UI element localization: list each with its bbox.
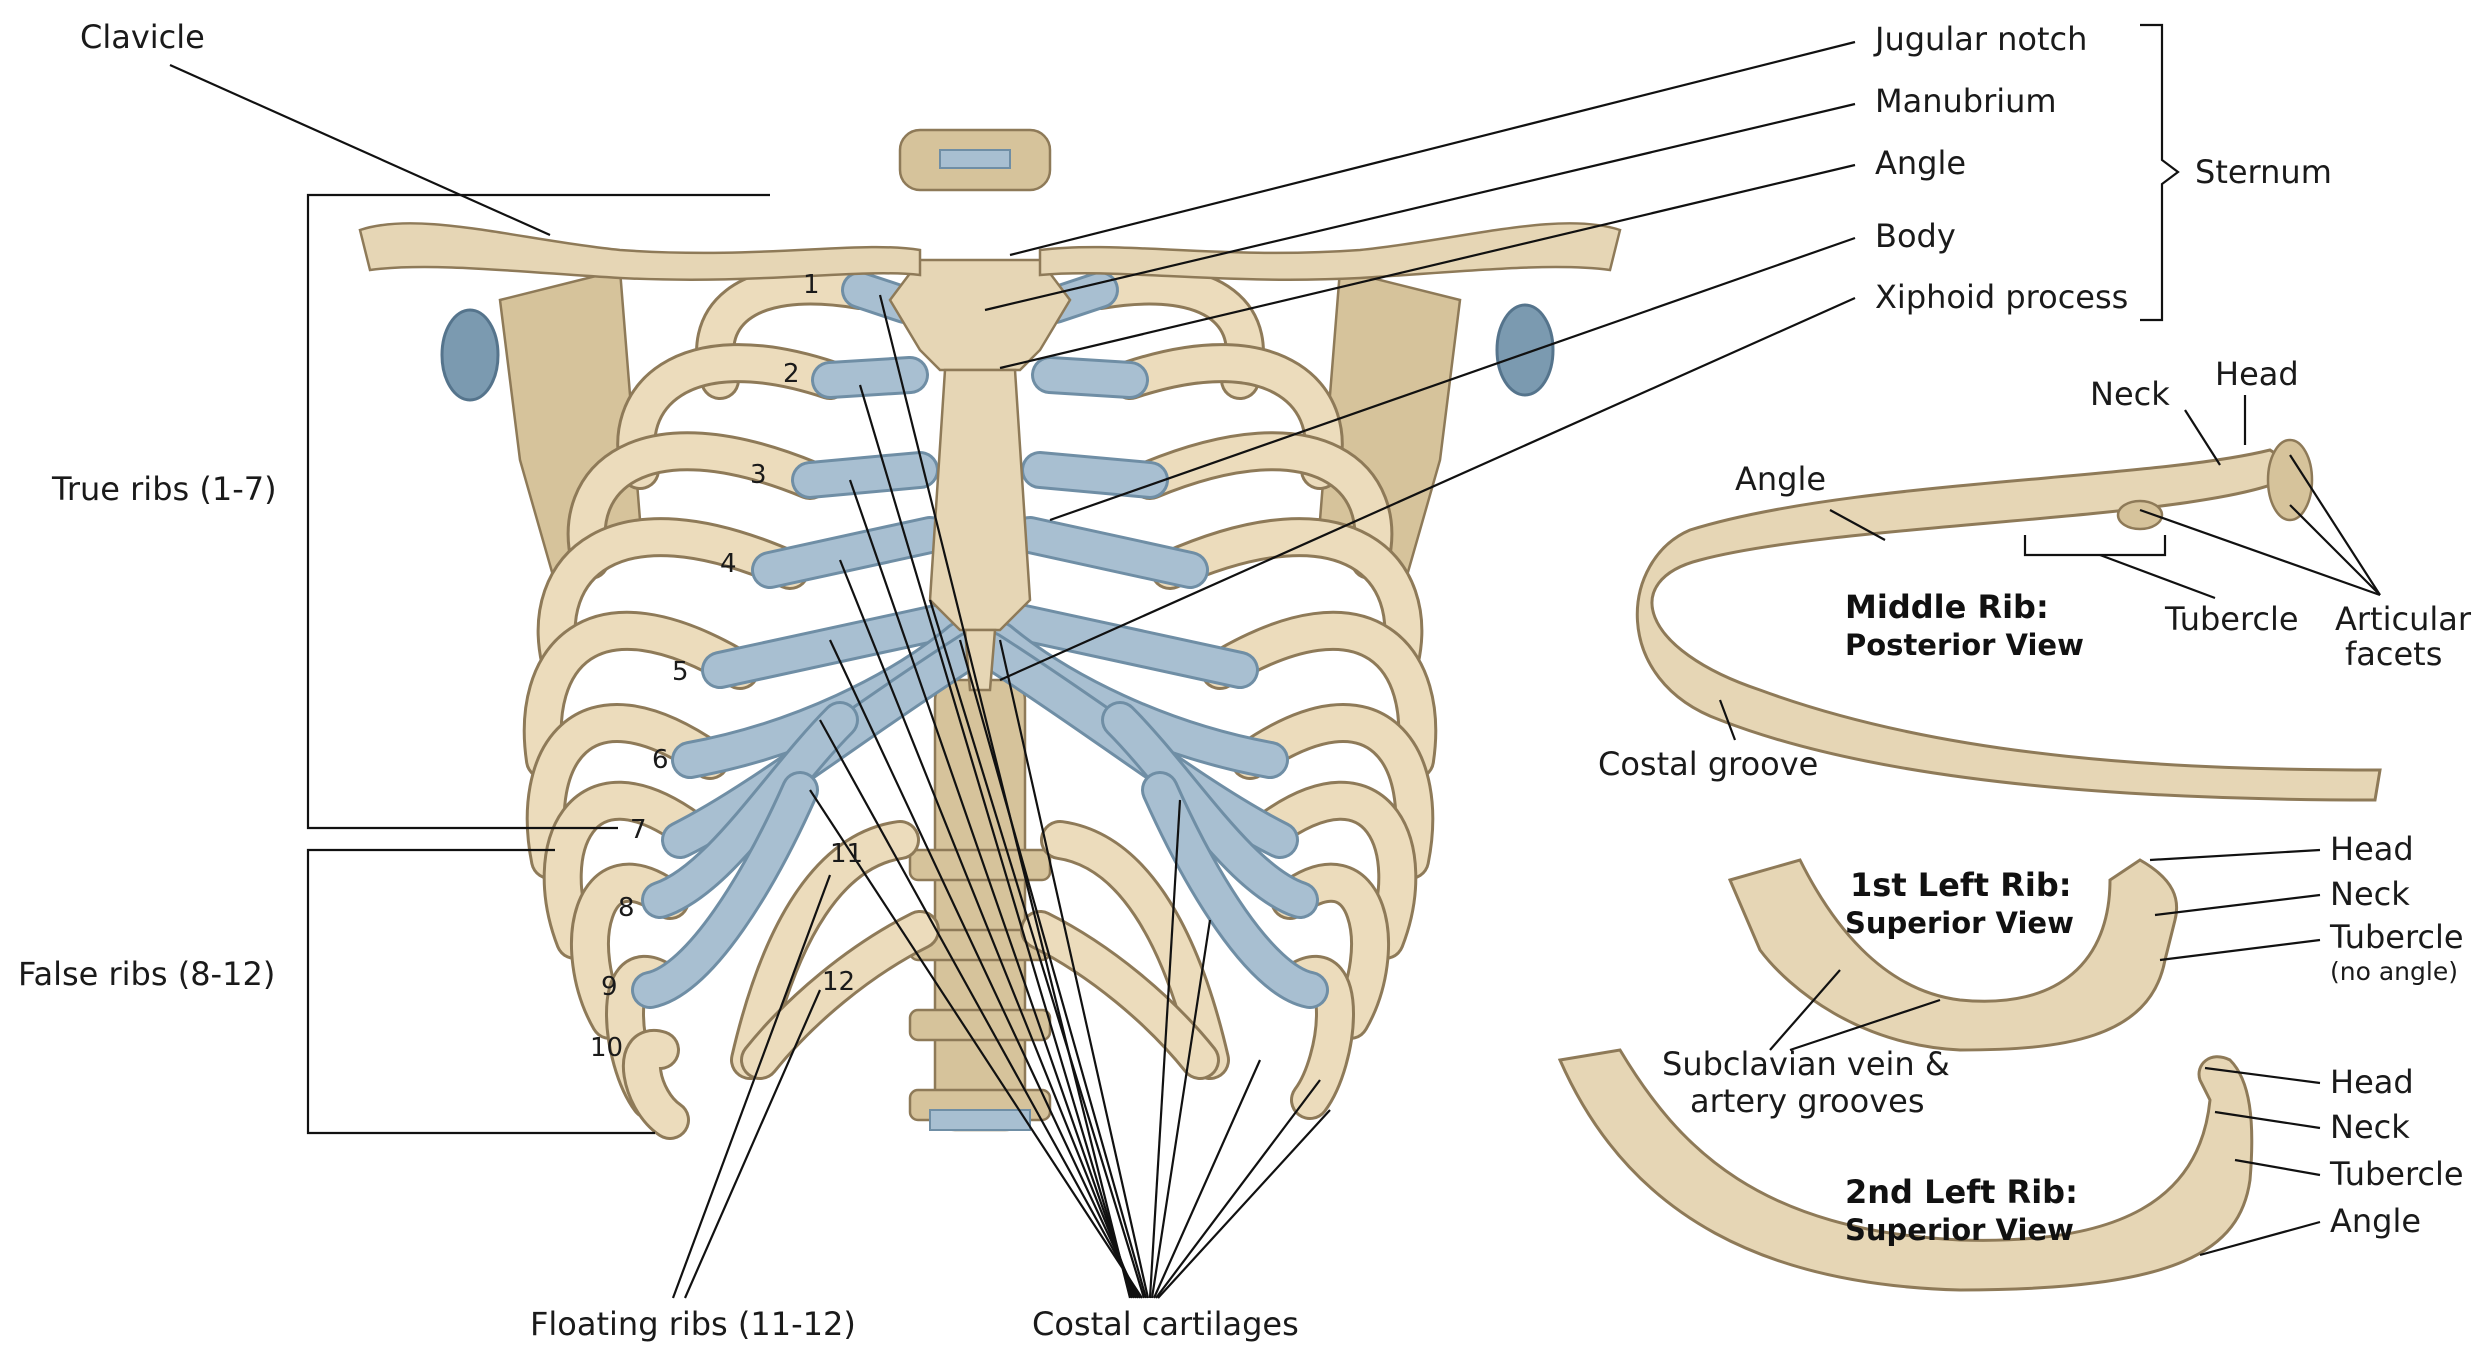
middle-rib-title: Middle Rib:: [1845, 588, 2049, 626]
second-rib-tubercle-label: Tubercle: [2329, 1155, 2464, 1193]
middle-rib-head-label: Head: [2215, 355, 2299, 393]
rib-number-8: 8: [618, 893, 635, 923]
second-rib-subtitle: Superior View: [1845, 1213, 2074, 1247]
label-floating-ribs: Floating ribs (11-12): [530, 1305, 856, 1343]
label-false-ribs: False ribs (8-12): [18, 955, 275, 993]
first-rib-subclavian-label-2: artery grooves: [1690, 1082, 1924, 1120]
middle-rib-subtitle: Posterior View: [1845, 628, 2084, 662]
first-rib-head-label: Head: [2330, 830, 2414, 868]
middle-rib-articular-label: Articular: [2335, 600, 2472, 638]
middle-rib-angle-label: Angle: [1735, 460, 1826, 498]
rib-number-9: 9: [601, 972, 618, 1002]
label-body: Body: [1875, 217, 1956, 255]
rib-number-11: 11: [830, 839, 863, 869]
label-manubrium: Manubrium: [1875, 82, 2057, 120]
first-rib-subclavian-label-1: Subclavian vein &: [1662, 1045, 1950, 1083]
middle-rib-costal-groove-label: Costal groove: [1598, 745, 1818, 783]
label-jugular-notch: Jugular notch: [1873, 20, 2087, 58]
middle-rib-facets-label: facets: [2345, 635, 2442, 673]
first-rib-title: 1st Left Rib:: [1850, 866, 2072, 904]
middle-rib-neck-label: Neck: [2090, 375, 2170, 413]
second-rib-head-label: Head: [2330, 1063, 2414, 1101]
rib-number-1: 1: [803, 270, 820, 300]
rib-number-6: 6: [652, 745, 669, 775]
second-rib-neck-label: Neck: [2330, 1108, 2410, 1146]
label-angle: Angle: [1875, 144, 1966, 182]
middle-rib-tubercle-label: Tubercle: [2164, 600, 2299, 638]
label-clavicle: Clavicle: [80, 18, 205, 56]
label-sternum: Sternum: [2195, 153, 2332, 191]
second-rib-angle-label: Angle: [2330, 1202, 2421, 1240]
rib-number-5: 5: [672, 657, 689, 687]
rib-number-2: 2: [783, 359, 800, 389]
label-true-ribs: True ribs (1-7): [51, 470, 277, 508]
first-rib-neck-label: Neck: [2330, 875, 2410, 913]
first-rib-subtitle: Superior View: [1845, 906, 2074, 940]
rib-number-12: 12: [822, 967, 855, 997]
rib-number-10: 10: [590, 1033, 623, 1063]
second-rib-title: 2nd Left Rib:: [1845, 1173, 2078, 1211]
rib-number-4: 4: [720, 549, 737, 579]
label-costal-cartilages: Costal cartilages: [1032, 1305, 1299, 1343]
rib-number-3: 3: [750, 460, 767, 490]
first-rib-tubercle-label: Tubercle: [2329, 918, 2464, 956]
rib-number-7: 7: [630, 815, 647, 845]
label-xiphoid-process: Xiphoid process: [1875, 278, 2128, 316]
first-rib-no-angle-label: (no angle): [2330, 957, 2458, 986]
